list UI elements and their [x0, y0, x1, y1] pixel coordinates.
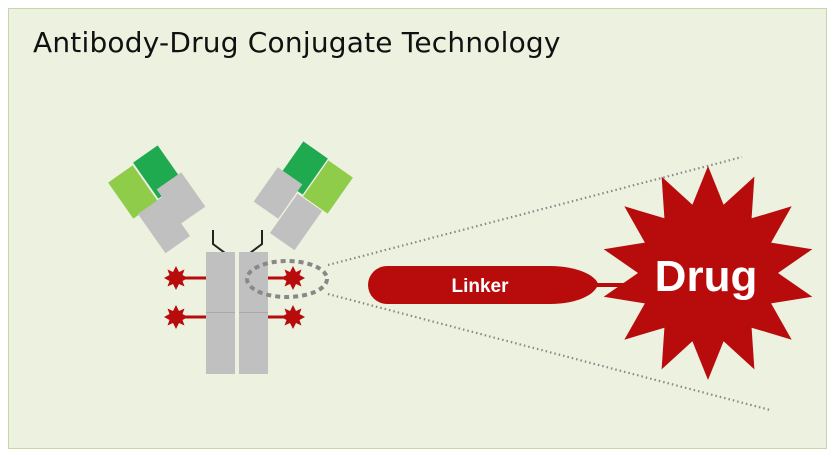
hinge-connector-right: [249, 230, 263, 254]
starburst-icon: [164, 266, 188, 290]
drug-starburst: [603, 166, 813, 380]
heavy-chain-light-region: [303, 160, 353, 214]
antibody-stem: [206, 252, 268, 374]
zoom-line-top: [327, 155, 743, 267]
light-chain-lower: [269, 193, 323, 251]
light-chain-upper: [253, 167, 303, 219]
light-chain-lower: [137, 196, 191, 254]
antibody-left-arm: [108, 145, 206, 254]
antibody-payloads: [164, 266, 305, 329]
linker-shape: [368, 266, 598, 304]
hinge-connector-left: [212, 230, 226, 254]
linker-label: Linker: [451, 276, 509, 297]
starburst-icon: [164, 305, 188, 329]
starburst-icon: [281, 266, 305, 290]
drug-label: Drug: [655, 252, 758, 301]
diagram-title: Antibody-Drug Conjugate Technology: [33, 26, 561, 59]
heavy-chain-light-region: [108, 165, 158, 219]
light-chain-upper: [156, 172, 206, 224]
starburst-icon: [281, 305, 305, 329]
antibody-right-arm: [253, 141, 353, 251]
highlight-ellipse: [245, 259, 329, 299]
